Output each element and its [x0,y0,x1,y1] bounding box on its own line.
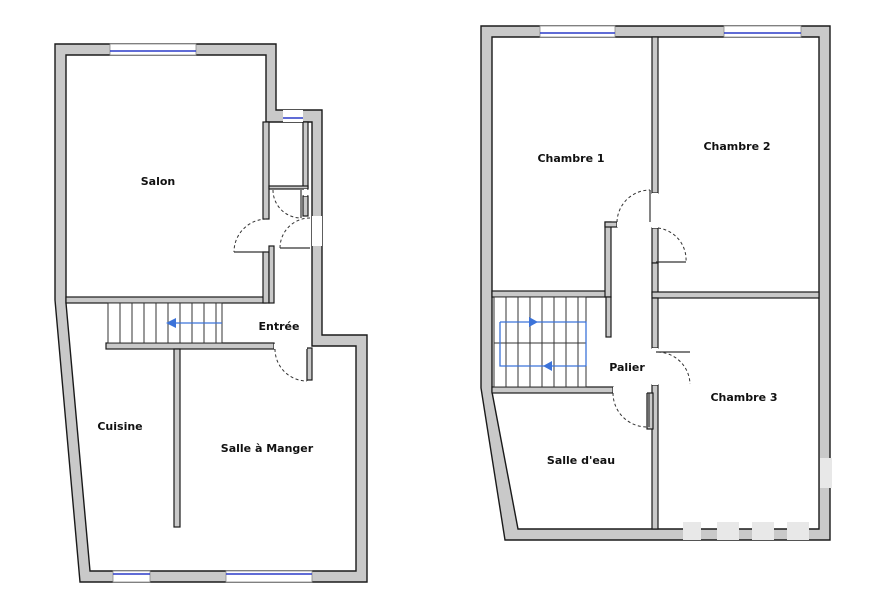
salon-bottom-wall [65,296,267,304]
closet-bottom-wall [268,185,309,190]
watermark-block [787,522,809,540]
stairwell-right-wall [605,296,612,338]
ground-floor-windows [109,43,313,583]
ground-floor-stairs [107,302,223,344]
salle-deau-right-wall [646,392,654,430]
upper-floor-doors [612,189,691,428]
dining-door-swing [274,348,308,382]
window-frame [109,43,197,56]
kitchen-dining-divider [173,348,181,528]
window-opening [110,44,196,55]
salle-deau-door-opening [613,387,647,393]
bedroom-1-2-wall [651,36,659,194]
bedroom-1-right-jog [604,221,612,298]
dining-door-opening [274,344,307,349]
room-label-salon: Salon [141,175,176,188]
window-opening [724,26,801,37]
bedroom-2-door-swing [657,227,687,263]
upper-floor-plan: Chambre 1 Chambre 2 Chambre 3 Palier Sal… [480,25,832,541]
salle-deau-top-wall [491,386,614,394]
door-opening-closet [304,189,307,196]
watermark-logo [683,458,832,540]
upper-floor-windows [539,25,802,38]
bedroom-3-door-opening [652,348,658,385]
upper-stair-arrow-head [529,317,538,327]
upper-stair-arrow [499,321,587,367]
salon-right-wall-lower [262,251,270,304]
front-door-opening [312,216,322,246]
upper-floor-stairs [493,296,587,388]
bedroom-3-left-wall [651,297,659,349]
window-opening [226,571,312,582]
hall-right-wall [651,262,659,297]
room-label-palier: Palier [609,361,645,374]
closet-wall-lower [302,195,309,217]
closet-wall [302,121,309,189]
watermark-block [820,458,832,488]
bedroom-2-left-wall-lower [651,227,659,264]
bedroom-3-door-swing [657,351,691,385]
salle-deau-door-swing [612,392,648,428]
entrance-door-swing [279,217,311,249]
closet-door-swing [272,189,302,219]
window-opening [283,110,303,122]
bedroom-1-right-jog-top [604,221,618,228]
bedroom-1-door-opening [617,222,652,227]
room-label-entree: Entrée [259,320,300,333]
upper-stairs-outline [493,296,587,388]
ground-floor-plan: Salon Entrée Cuisine Salle à Manger [54,43,368,583]
stairs-bottom-wall [105,342,275,350]
window-opening [113,571,150,582]
entree-right-wall [306,347,313,381]
ground-floor-exterior-wall [54,43,368,583]
salon-door-swing [233,218,267,253]
entree-left-wall [268,245,275,304]
window-opening [540,26,615,37]
bedroom-2-door-opening [652,193,658,228]
room-label-salle-a-manger: Salle à Manger [221,442,314,455]
room-label-salle-d-eau: Salle d'eau [547,454,615,467]
window-frame [225,570,313,583]
ground-floor-doors [233,189,311,382]
window-frame [112,570,151,583]
watermark-block [717,522,739,540]
room-label-cuisine: Cuisine [97,420,142,433]
room-label-chambre-2: Chambre 2 [703,140,770,153]
room-label-chambre-3: Chambre 3 [710,391,777,404]
salon-right-wall [262,121,270,220]
bedroom-1-bottom-wall [491,290,608,298]
window-frame [539,25,616,38]
window-frame [723,25,802,38]
stair-arrow-head [166,318,176,328]
watermark-block [752,522,774,540]
watermark-block [683,522,701,540]
bedroom-1-door-swing [616,189,651,223]
room-label-chambre-1: Chambre 1 [537,152,604,165]
bedroom-2-bottom-wall [651,291,820,299]
upper-stair-arrow-head [543,361,552,371]
